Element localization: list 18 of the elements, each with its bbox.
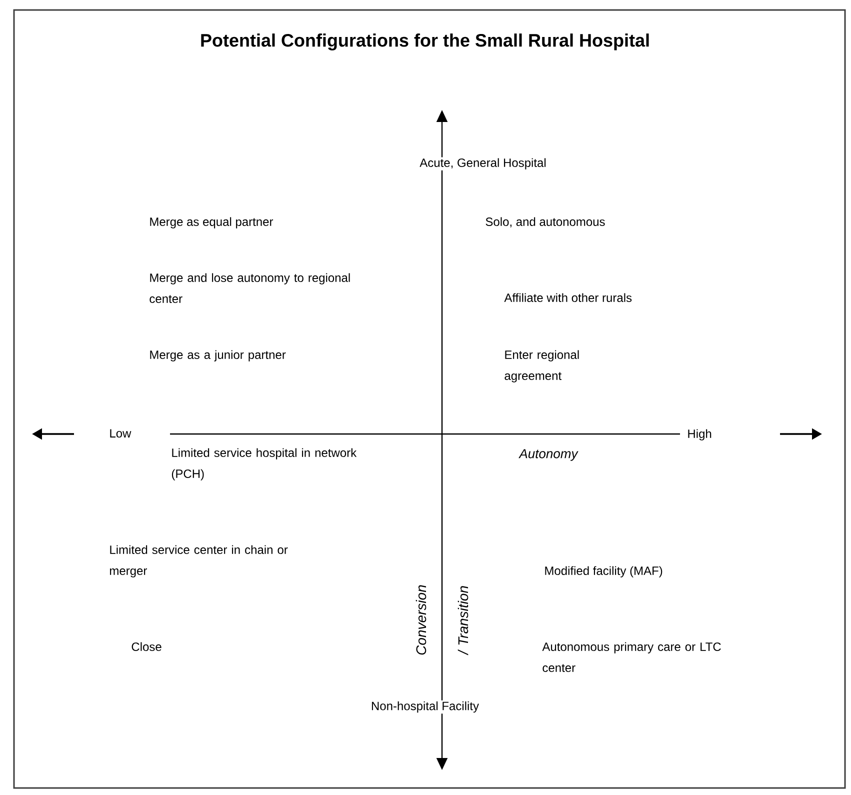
title: Potential Configurations for the Small Rural Hospital: [201, 34, 649, 50]
axis-end-label: Acute, General Hospital: [418, 157, 548, 170]
axis-end-label: High: [688, 429, 712, 440]
option-label: Merge and lose autonomy to regional center: [150, 273, 350, 303]
option-label: Limited service hospital in network (PCH): [172, 448, 357, 480]
option-label: Limited service center in chain or merger: [110, 545, 288, 578]
axis-title: Conversion / Transition: [416, 585, 468, 656]
option-label: Merge as a junior partner: [150, 350, 286, 362]
option-label: Autonomous primary care or LTC center: [542, 642, 721, 672]
option-label: Close: [132, 642, 162, 651]
option-label: Solo, and autonomous: [486, 217, 605, 228]
axis-title: Autonomy: [518, 449, 578, 461]
axis-end-label: Low: [110, 429, 132, 438]
axis-end-label: Non-hospital Facility: [364, 700, 486, 714]
option-label: Affiliate with other rurals: [504, 293, 632, 302]
option-label: Modified facility (MAF): [545, 566, 662, 578]
option-label: Merge as equal partner: [150, 217, 274, 228]
option-label: Enter regional agreement: [504, 350, 579, 382]
